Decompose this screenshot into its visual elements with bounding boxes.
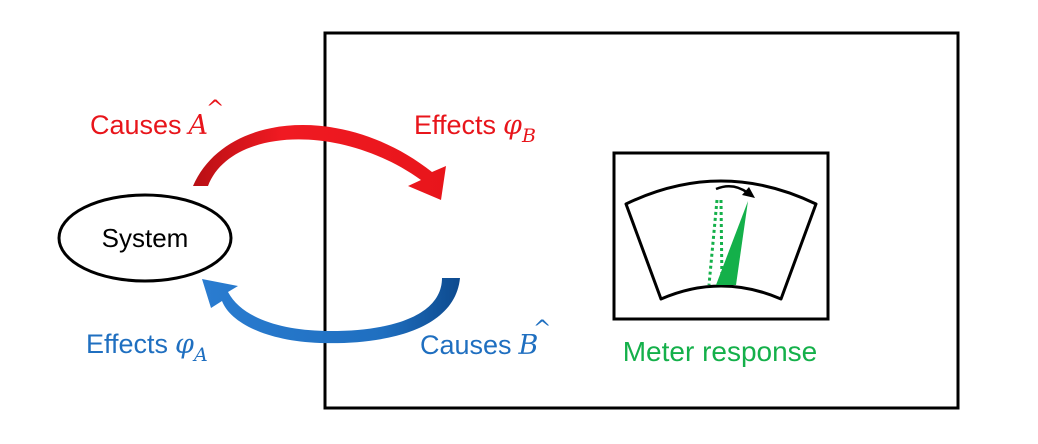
needle-motion-arrowhead [742, 187, 755, 198]
causes-effects-red-arrow [193, 125, 446, 200]
system-node: System [57, 193, 233, 283]
system-label: System [102, 223, 189, 253]
meter-caption: Meter response [623, 336, 818, 367]
hat-A: ^ [206, 97, 224, 122]
meter [612, 151, 830, 321]
causes-effects-blue-arrow [202, 278, 460, 344]
meter-needle-previous-2 [719, 199, 724, 286]
hat-B: ^ [533, 317, 551, 342]
red-arrow-body [193, 125, 446, 200]
meter-needle-current [716, 201, 748, 285]
blue-arrow-body [202, 278, 460, 344]
system-ellipse [57, 193, 233, 283]
meter-needle-previous [707, 199, 719, 286]
meter-dial [624, 179, 818, 301]
apparatus-frame [323, 31, 960, 410]
